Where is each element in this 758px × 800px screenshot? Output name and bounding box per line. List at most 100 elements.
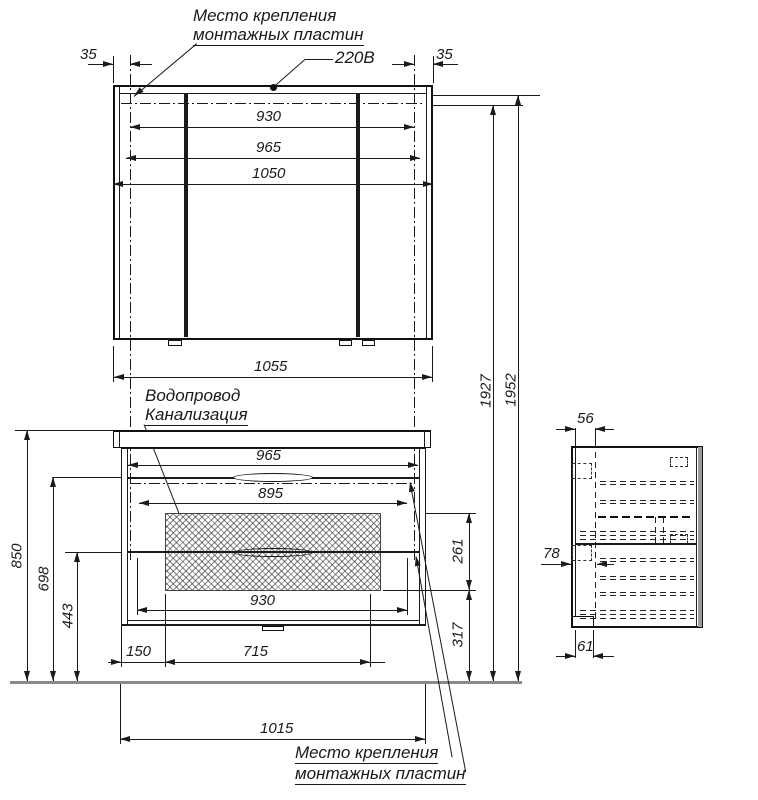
arrowhead	[24, 671, 30, 681]
side-drain-hidden-line	[663, 517, 664, 543]
arrowhead	[74, 552, 80, 562]
arrowhead	[50, 671, 56, 681]
extension-line	[575, 428, 576, 446]
vanity-left-side-inner	[127, 448, 128, 626]
dim-1055: 1055	[254, 358, 288, 375]
extension-line	[407, 558, 408, 615]
arrowhead	[490, 671, 496, 681]
arrowhead	[114, 374, 124, 380]
extension-line	[165, 594, 166, 667]
extension-line	[370, 594, 371, 667]
side-drawer-front-hidden-line	[595, 452, 596, 620]
arrowhead	[50, 477, 56, 487]
dimension-line	[518, 95, 519, 681]
dim-317: 317	[449, 622, 467, 648]
mount-note-bottom-line2: монтажных пластин	[295, 764, 466, 785]
arrowhead	[561, 561, 571, 567]
arrowhead	[466, 671, 472, 681]
leader-line	[272, 58, 306, 88]
extension-line	[137, 558, 138, 615]
mounting-axis-left	[130, 55, 131, 560]
arrowhead	[466, 513, 472, 523]
arrowhead	[408, 462, 418, 468]
side-hinge-bracket	[572, 545, 592, 561]
side-dense-detail-line	[580, 614, 694, 615]
arrowhead	[410, 155, 420, 161]
dim-895: 895	[258, 485, 284, 502]
side-view-outline	[571, 446, 703, 628]
arrowhead	[466, 580, 472, 590]
arrowhead	[490, 105, 496, 115]
dim-61: 61	[577, 638, 594, 655]
dim-35-left: 35	[80, 46, 97, 63]
water-label: Водопровод	[145, 386, 241, 405]
arrowhead	[404, 61, 414, 67]
arrowhead	[597, 561, 607, 567]
vanity-bottom-line	[121, 624, 425, 626]
arrowhead	[515, 671, 521, 681]
extension-line	[433, 95, 540, 96]
extension-line	[593, 630, 594, 658]
dimension-line	[113, 184, 433, 185]
mirror-bottom-tab	[362, 340, 375, 346]
power-point-marker	[270, 84, 277, 91]
dim-1015: 1015	[260, 720, 294, 737]
vanity-bottom-inner-line	[127, 620, 419, 621]
dimension-line	[593, 656, 614, 657]
side-dense-detail-line	[580, 535, 694, 536]
vanity-right-side	[425, 448, 426, 626]
extension-line	[432, 346, 433, 382]
dimension-line	[541, 564, 571, 565]
drawer-handle-groove	[233, 548, 313, 557]
extension-line	[595, 428, 596, 446]
extension-line	[433, 105, 523, 106]
mirror-right-trim-line	[426, 87, 427, 338]
dimension-line	[469, 590, 470, 681]
dimension-line	[27, 430, 28, 681]
vanity-left-side	[121, 448, 122, 626]
side-slide-hidden-line	[600, 561, 694, 562]
countertop	[113, 430, 431, 448]
dim-35-right: 35	[436, 46, 453, 63]
arrowhead	[595, 426, 605, 432]
arrowhead	[565, 653, 575, 659]
dimension-line	[114, 377, 432, 378]
arrowhead	[397, 500, 407, 506]
dim-56: 56	[577, 410, 594, 427]
mounting-axis-right	[414, 55, 415, 560]
side-back-panel	[698, 447, 702, 627]
arrowhead	[130, 61, 140, 67]
arrowhead	[113, 181, 123, 187]
drawer-handle-groove	[233, 473, 313, 482]
arrowhead	[139, 500, 149, 506]
arrowhead	[515, 95, 521, 105]
dim-715: 715	[243, 643, 269, 660]
power-label: 220В	[335, 48, 375, 67]
arrowhead	[423, 181, 433, 187]
side-front-inner-line	[575, 447, 576, 627]
arrowhead	[120, 736, 130, 742]
dimension-line	[126, 158, 420, 159]
countertop-edge-line	[424, 431, 425, 447]
side-dense-detail-line	[580, 618, 694, 619]
arrowhead	[24, 430, 30, 440]
dimension-line	[392, 64, 414, 65]
dim-1050: 1050	[252, 165, 286, 182]
extension-line	[120, 684, 121, 744]
arrowhead	[74, 671, 80, 681]
arrowhead	[137, 607, 147, 613]
arrowhead	[422, 374, 432, 380]
arrowhead	[404, 124, 414, 130]
arrowhead	[111, 659, 121, 665]
dimension-line	[53, 477, 54, 681]
dim-930-top: 930	[256, 108, 282, 125]
side-slide-hidden-line	[600, 503, 694, 504]
arrowhead	[565, 426, 575, 432]
extension-line	[433, 56, 434, 83]
mount-note-top-line1: Место крепления	[193, 6, 337, 25]
mounting-plate-centerline-top	[121, 103, 425, 104]
side-back-panel-line	[696, 447, 697, 627]
arrowhead	[466, 590, 472, 600]
side-slide-hidden-line	[600, 558, 694, 559]
